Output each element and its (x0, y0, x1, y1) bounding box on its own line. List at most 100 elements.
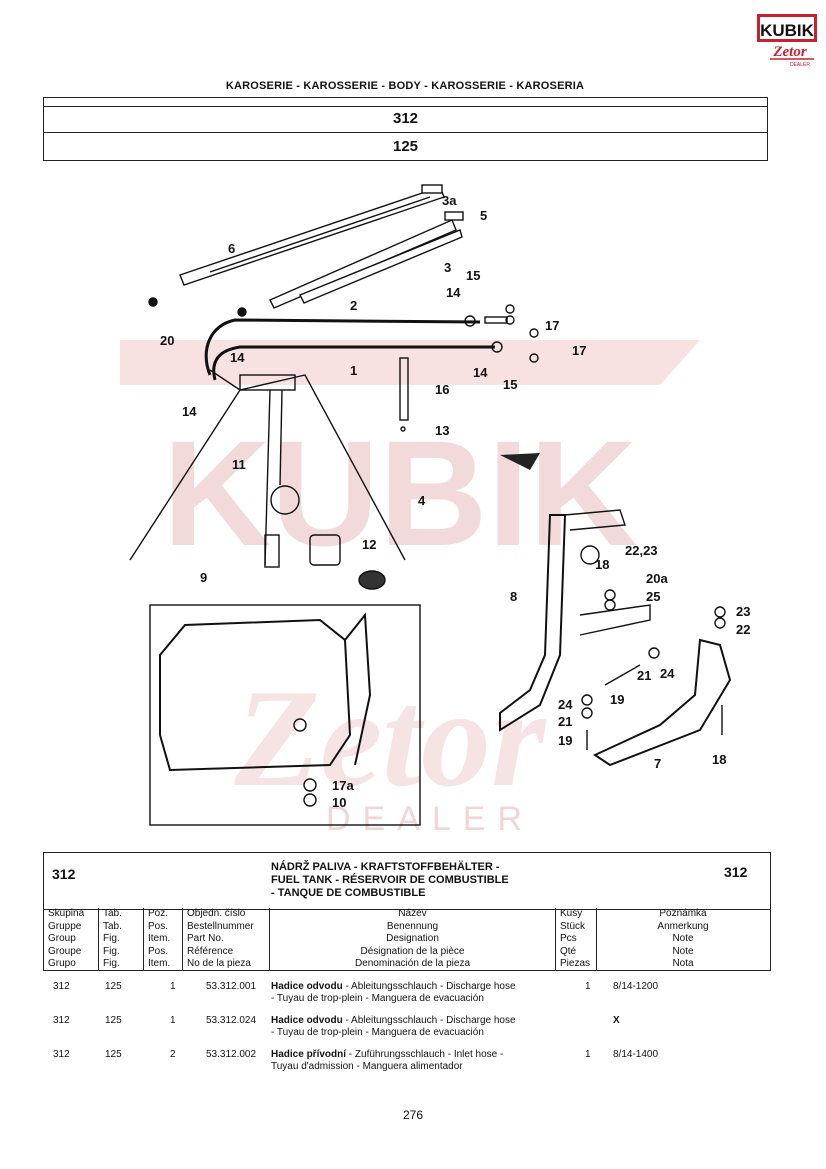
label-5: 5 (480, 208, 487, 223)
cell-name-bold: Hadice odvodu (271, 981, 343, 992)
group-name: NÁDRŽ PALIVA - KRAFTSTOFFBEHÄLTER - FUEL… (271, 861, 509, 900)
group-code-header: 312 (43, 105, 768, 133)
label-17a: 17 (545, 318, 559, 333)
header-spacer (43, 97, 768, 107)
label-23: 23 (736, 604, 750, 619)
label-16: 16 (435, 382, 449, 397)
group-header: 312 312 (43, 852, 771, 910)
cell-name-line2: - Tuyau de trop-plein - Manguera de evac… (271, 993, 484, 1004)
kubik-zetor-logo: KUBIK Zetor DEALER (756, 12, 818, 72)
label-18b: 18 (712, 752, 726, 767)
cell-name: Hadice odvodu - Ableitungsschlauch - Dis… (271, 1015, 571, 1039)
label-22-23: 22,23 (625, 543, 658, 558)
label-14b: 14 (230, 350, 245, 365)
label-14d: 14 (182, 404, 197, 419)
label-15b: 15 (503, 377, 517, 392)
label-3a: 3a (442, 193, 457, 208)
cell-note: 8/14-1200 (613, 981, 659, 992)
col-tab: Tab.Tab.Fig.Fig.Fig. (99, 908, 144, 970)
label-18a: 18 (595, 557, 609, 572)
label-4: 4 (418, 493, 426, 508)
label-1: 1 (350, 363, 357, 378)
logo-text-zetor: Zetor (772, 44, 806, 60)
part-labels: 6 3a 5 3 15 14 2 17 20 14 1 17 14 15 14 … (160, 193, 750, 810)
cell-name-rest: - Ableitungsschlauch - Discharge hose (342, 981, 516, 992)
cell-part: 53.312.024 (206, 1015, 257, 1026)
group-name-line-1: NÁDRŽ PALIVA - KRAFTSTOFFBEHÄLTER - (271, 861, 500, 873)
label-19b: 19 (558, 733, 572, 748)
label-22: 22 (736, 622, 750, 637)
cell-part: 53.312.001 (206, 981, 257, 992)
label-7: 7 (654, 756, 661, 771)
label-20: 20 (160, 333, 174, 348)
label-25: 25 (646, 589, 660, 604)
cell-item: 2 (170, 1049, 176, 1060)
cell-qty: 1 (585, 1049, 591, 1060)
cell-name: Hadice odvodu - Ableitungsschlauch - Dis… (271, 981, 571, 1005)
label-24b: 24 (558, 697, 573, 712)
label-13: 13 (435, 423, 449, 438)
group-name-line-3: - TANQUE DE COMBUSTIBLE (271, 887, 426, 899)
page-number: 276 (402, 1108, 424, 1122)
cell-name-line2: - Tuyau de trop-plein - Manguera de evac… (271, 1027, 484, 1038)
label-10: 10 (332, 795, 346, 810)
cell-name-rest: - Ableitungsschlauch - Discharge hose (342, 1015, 516, 1026)
label-17b: 17 (572, 343, 586, 358)
cell-group: 312 (53, 1015, 70, 1026)
label-11: 11 (232, 457, 246, 472)
cell-group: 312 (53, 981, 70, 992)
table-code-header: 125 (43, 133, 768, 161)
label-15a: 15 (466, 268, 480, 283)
cell-qty: 1 (585, 981, 591, 992)
cell-name-bold: Hadice přívodní (271, 1049, 347, 1060)
section-title: KAROSERIE - KAROSSERIE - BODY - KAROSSER… (225, 80, 585, 92)
cell-note: X (613, 1015, 620, 1026)
label-14a: 14 (446, 285, 461, 300)
label-21a: 21 (637, 668, 651, 683)
cell-name-bold: Hadice odvodu (271, 1015, 343, 1026)
cell-item: 1 (170, 1015, 176, 1026)
cell-tab: 125 (105, 1015, 122, 1026)
cell-note: 8/14-1400 (613, 1049, 659, 1060)
label-9: 9 (200, 570, 207, 585)
group-code-left: 312 (52, 866, 76, 882)
exploded-parts-diagram: KUBIK Zetor DEALER (60, 175, 780, 845)
label-14c: 14 (473, 365, 488, 380)
cell-group: 312 (53, 1049, 70, 1060)
label-19a: 19 (610, 692, 624, 707)
watermark-zetor: Zetor (233, 661, 547, 816)
group-name-line-2: FUEL TANK - RÉSERVOIR DE COMBUSTIBLE (271, 874, 509, 886)
table-row: 312 125 1 53.312.001 Hadice odvodu - Abl… (43, 981, 773, 1007)
cell-tab: 125 (105, 1049, 122, 1060)
cell-part: 53.312.002 (206, 1049, 257, 1060)
label-21b: 21 (558, 714, 572, 729)
label-6: 6 (228, 241, 235, 256)
label-8: 8 (510, 589, 517, 604)
cell-tab: 125 (105, 981, 122, 992)
group-code-right: 312 (724, 864, 748, 880)
cell-name-rest: - Zuführungsschlauch - Inlet hose - (346, 1049, 504, 1060)
logo-text-dealer: DEALER (790, 62, 810, 68)
watermark-dealer: DEALER (326, 800, 534, 838)
cell-name-line2: Tuyau d'admission - Manguera alimentador (271, 1061, 463, 1072)
watermark: KUBIK Zetor DEALER (120, 340, 700, 838)
label-24a: 24 (660, 666, 675, 681)
label-12: 12 (362, 537, 376, 552)
label-3: 3 (444, 260, 451, 275)
cell-name: Hadice přívodní - Zuführungsschlauch - I… (271, 1049, 571, 1073)
table-row: 312 125 1 53.312.024 Hadice odvodu - Abl… (43, 1015, 773, 1041)
table-row: 312 125 2 53.312.002 Hadice přívodní - Z… (43, 1049, 773, 1075)
col-poz: Poz.Pos.Item.Pos.Item. (144, 908, 183, 970)
cell-item: 1 (170, 981, 176, 992)
label-17a-tank: 17a (332, 778, 354, 793)
watermark-kubik: KUBIK (163, 409, 638, 577)
logo-text-kubik: KUBIK (760, 21, 815, 40)
label-2: 2 (350, 298, 357, 313)
label-20a: 20a (646, 571, 668, 586)
